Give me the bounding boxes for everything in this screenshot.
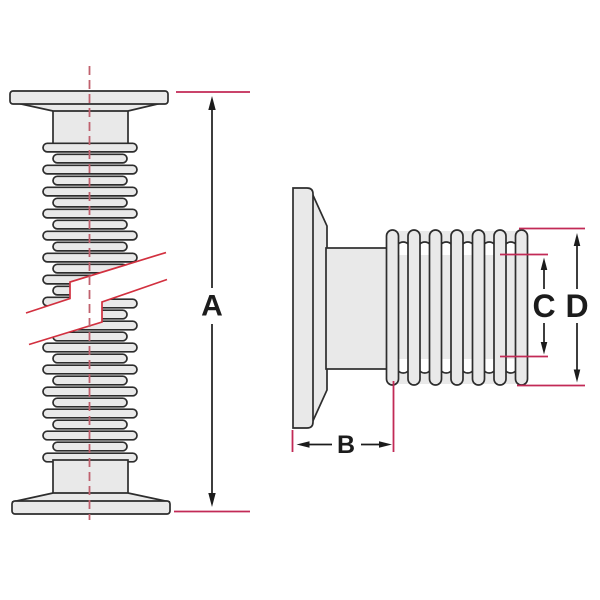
arrowhead-up-icon xyxy=(540,257,548,270)
break-lines xyxy=(25,251,168,346)
side-flange-plate xyxy=(292,187,314,429)
arrowhead-right-icon xyxy=(379,441,392,448)
arrowhead-down-icon xyxy=(540,342,548,355)
side-bellows xyxy=(385,229,529,386)
label-C: C xyxy=(532,288,555,324)
front-top-flange xyxy=(9,90,169,145)
arrowheads-A xyxy=(208,96,216,507)
side-flange-hub xyxy=(311,192,328,424)
front-bottom-neck xyxy=(52,459,129,497)
arrowheads-D xyxy=(573,233,581,383)
front-bottom-flange xyxy=(11,459,171,515)
arrowhead-down-icon xyxy=(208,493,216,507)
bellows-crests xyxy=(385,229,529,386)
front-top-neck xyxy=(52,107,129,145)
side-view: B C D xyxy=(291,187,589,459)
label-B: B xyxy=(337,431,355,459)
arrowhead-up-icon xyxy=(573,233,581,246)
break-line-lower xyxy=(28,278,168,346)
break-line-upper xyxy=(25,251,167,314)
label-A: A xyxy=(201,290,223,323)
dimension-A: A xyxy=(174,91,250,513)
dimension-D: D xyxy=(565,233,589,383)
side-neck xyxy=(325,247,393,370)
extension-lines-side xyxy=(291,227,585,452)
arrowheads-B xyxy=(296,441,392,448)
side-flange xyxy=(292,187,328,429)
arrowhead-down-icon xyxy=(573,369,581,383)
extension-lines-A xyxy=(174,91,250,513)
arrowhead-left-icon xyxy=(296,441,310,448)
arrowhead-up-icon xyxy=(208,96,216,110)
front-view xyxy=(9,66,171,520)
label-D: D xyxy=(565,288,588,324)
dimension-C: C xyxy=(532,257,556,355)
arrowheads-C xyxy=(540,257,548,355)
front-bottom-flange-plate xyxy=(11,500,171,515)
dimension-B: B xyxy=(296,431,392,459)
